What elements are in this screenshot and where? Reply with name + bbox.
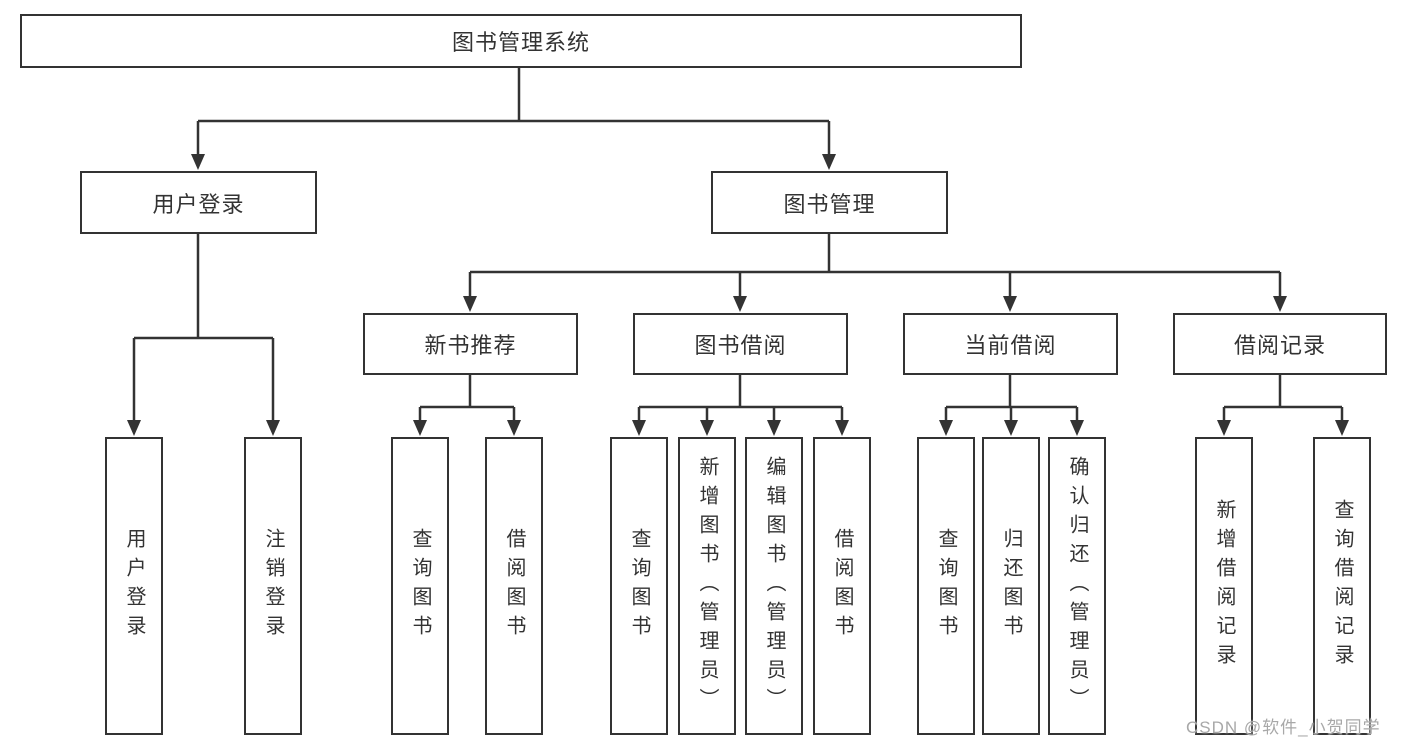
csdn-watermark: CSDN @软件_小贺同学	[1186, 718, 1381, 737]
node-library-system-label: 图书管理系统	[451, 30, 590, 55]
leaf-query-books-2-label: 查询图书	[628, 528, 650, 644]
leaf-query-books-3-label: 查询图书	[935, 528, 957, 644]
node-new-book-recommend-label: 新书推荐	[424, 333, 517, 358]
node-borrow-records-label: 借阅记录	[1233, 333, 1326, 358]
leaf-user-login-label: 用户登录	[123, 528, 145, 644]
arrowhead-icon	[1273, 296, 1287, 312]
leaf-edit-books-admin-label: 编辑图书（管理员）	[763, 455, 785, 717]
arrowhead-icon	[191, 154, 205, 170]
leaf-add-borrow-record: 新增借阅记录	[1195, 437, 1253, 735]
node-book-management: 图书管理	[711, 171, 948, 234]
leaf-borrow-books-1: 借阅图书	[485, 437, 543, 735]
new-book-recommend-connector	[413, 375, 521, 436]
leaf-return-books-label: 归还图书	[1000, 528, 1022, 644]
current-borrow-connector	[939, 375, 1084, 436]
arrowhead-icon	[127, 420, 141, 436]
node-current-borrow-label: 当前借阅	[964, 333, 1057, 358]
arrowhead-icon	[1217, 420, 1231, 436]
leaf-query-borrow-record: 查询借阅记录	[1313, 437, 1371, 735]
node-book-management-label: 图书管理	[783, 191, 876, 217]
leaf-query-borrow-record-label: 查询借阅记录	[1331, 499, 1353, 673]
leaf-query-books-1: 查询图书	[391, 437, 449, 735]
leaf-borrow-books-2: 借阅图书	[813, 437, 871, 735]
arrowhead-icon	[939, 420, 953, 436]
arrowhead-icon	[767, 420, 781, 436]
node-new-book-recommend: 新书推荐	[363, 313, 578, 375]
arrowhead-icon	[266, 420, 280, 436]
leaf-borrow-books-1-label: 借阅图书	[503, 528, 525, 644]
arrowhead-icon	[1003, 296, 1017, 312]
arrowhead-icon	[463, 296, 477, 312]
leaf-confirm-return-admin: 确认归还（管理员）	[1048, 437, 1106, 735]
node-user-login: 用户登录	[80, 171, 317, 234]
node-borrow-records: 借阅记录	[1173, 313, 1387, 375]
borrow-records-connector	[1217, 375, 1349, 436]
leaf-query-books-1-label: 查询图书	[409, 528, 431, 644]
leaf-logout: 注销登录	[244, 437, 302, 735]
arrowhead-icon	[507, 420, 521, 436]
arrowhead-icon	[1070, 420, 1084, 436]
arrowhead-icon	[700, 420, 714, 436]
arrowhead-icon	[632, 420, 646, 436]
arrowhead-icon	[413, 420, 427, 436]
arrowhead-icon	[1004, 420, 1018, 436]
arrowhead-icon	[822, 154, 836, 170]
book-borrow-connector	[632, 375, 849, 436]
leaf-edit-books-admin: 编辑图书（管理员）	[745, 437, 803, 735]
root-connector	[191, 68, 836, 170]
node-book-borrow: 图书借阅	[633, 313, 848, 375]
leaf-confirm-return-admin-label: 确认归还（管理员）	[1066, 455, 1088, 717]
leaf-borrow-books-2-label: 借阅图书	[831, 528, 853, 644]
leaf-add-books-admin-label: 新增图书（管理员）	[696, 455, 718, 717]
leaf-add-borrow-record-label: 新增借阅记录	[1213, 499, 1235, 673]
leaf-logout-label: 注销登录	[262, 528, 284, 644]
leaf-query-books-2: 查询图书	[610, 437, 668, 735]
arrowhead-icon	[733, 296, 747, 312]
user-login-connector	[127, 234, 280, 436]
leaf-query-books-3: 查询图书	[917, 437, 975, 735]
book-management-connector	[463, 234, 1287, 312]
arrowhead-icon	[835, 420, 849, 436]
arrowhead-icon	[1335, 420, 1349, 436]
node-current-borrow: 当前借阅	[903, 313, 1118, 375]
node-library-system: 图书管理系统	[20, 14, 1022, 68]
node-user-login-label: 用户登录	[152, 191, 245, 217]
leaf-user-login: 用户登录	[105, 437, 163, 735]
leaf-return-books: 归还图书	[982, 437, 1040, 735]
node-book-borrow-label: 图书借阅	[694, 333, 787, 358]
leaf-add-books-admin: 新增图书（管理员）	[678, 437, 736, 735]
